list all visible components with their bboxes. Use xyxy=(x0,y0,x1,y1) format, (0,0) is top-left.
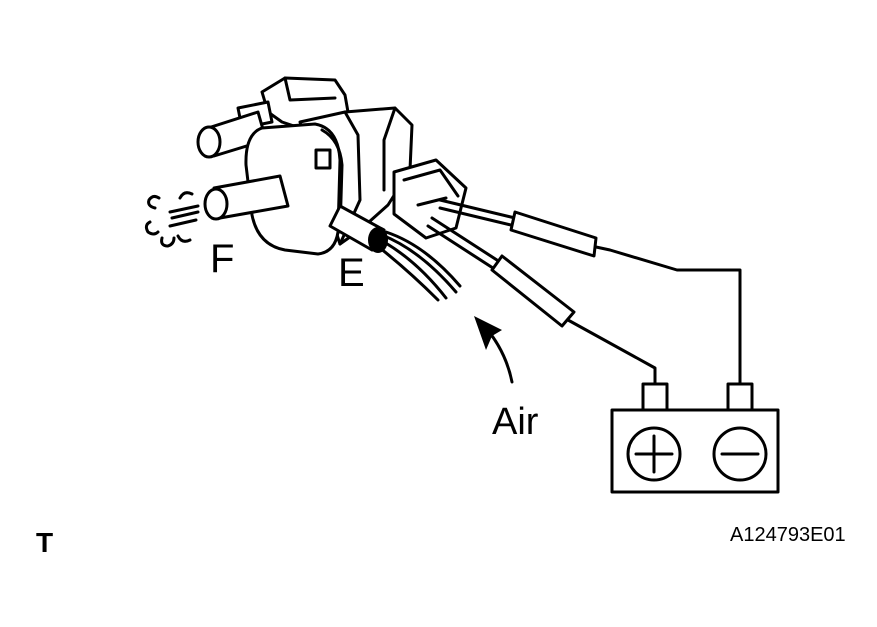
port-f-label: F xyxy=(210,237,234,281)
air-exhaust-puff xyxy=(144,191,200,248)
test-lead-negative xyxy=(438,198,742,387)
upper-pipe xyxy=(196,110,268,159)
figure-code: A124793E01 xyxy=(730,524,846,546)
section-label: T xyxy=(36,527,53,558)
port-e-label: E xyxy=(338,251,365,295)
electrical-connector xyxy=(392,158,468,240)
test-lead-positive xyxy=(426,216,657,387)
battery-positive-terminal-symbol xyxy=(626,426,682,482)
air-label: Air xyxy=(492,401,539,443)
battery-negative-terminal-symbol xyxy=(712,426,768,482)
air-inflow-lines xyxy=(378,230,462,302)
diaphragm-cover xyxy=(244,122,344,256)
port-e-pipe xyxy=(328,204,388,253)
air-arrow-icon xyxy=(474,316,514,384)
battery xyxy=(610,382,780,494)
port-f-pipe xyxy=(203,174,290,221)
